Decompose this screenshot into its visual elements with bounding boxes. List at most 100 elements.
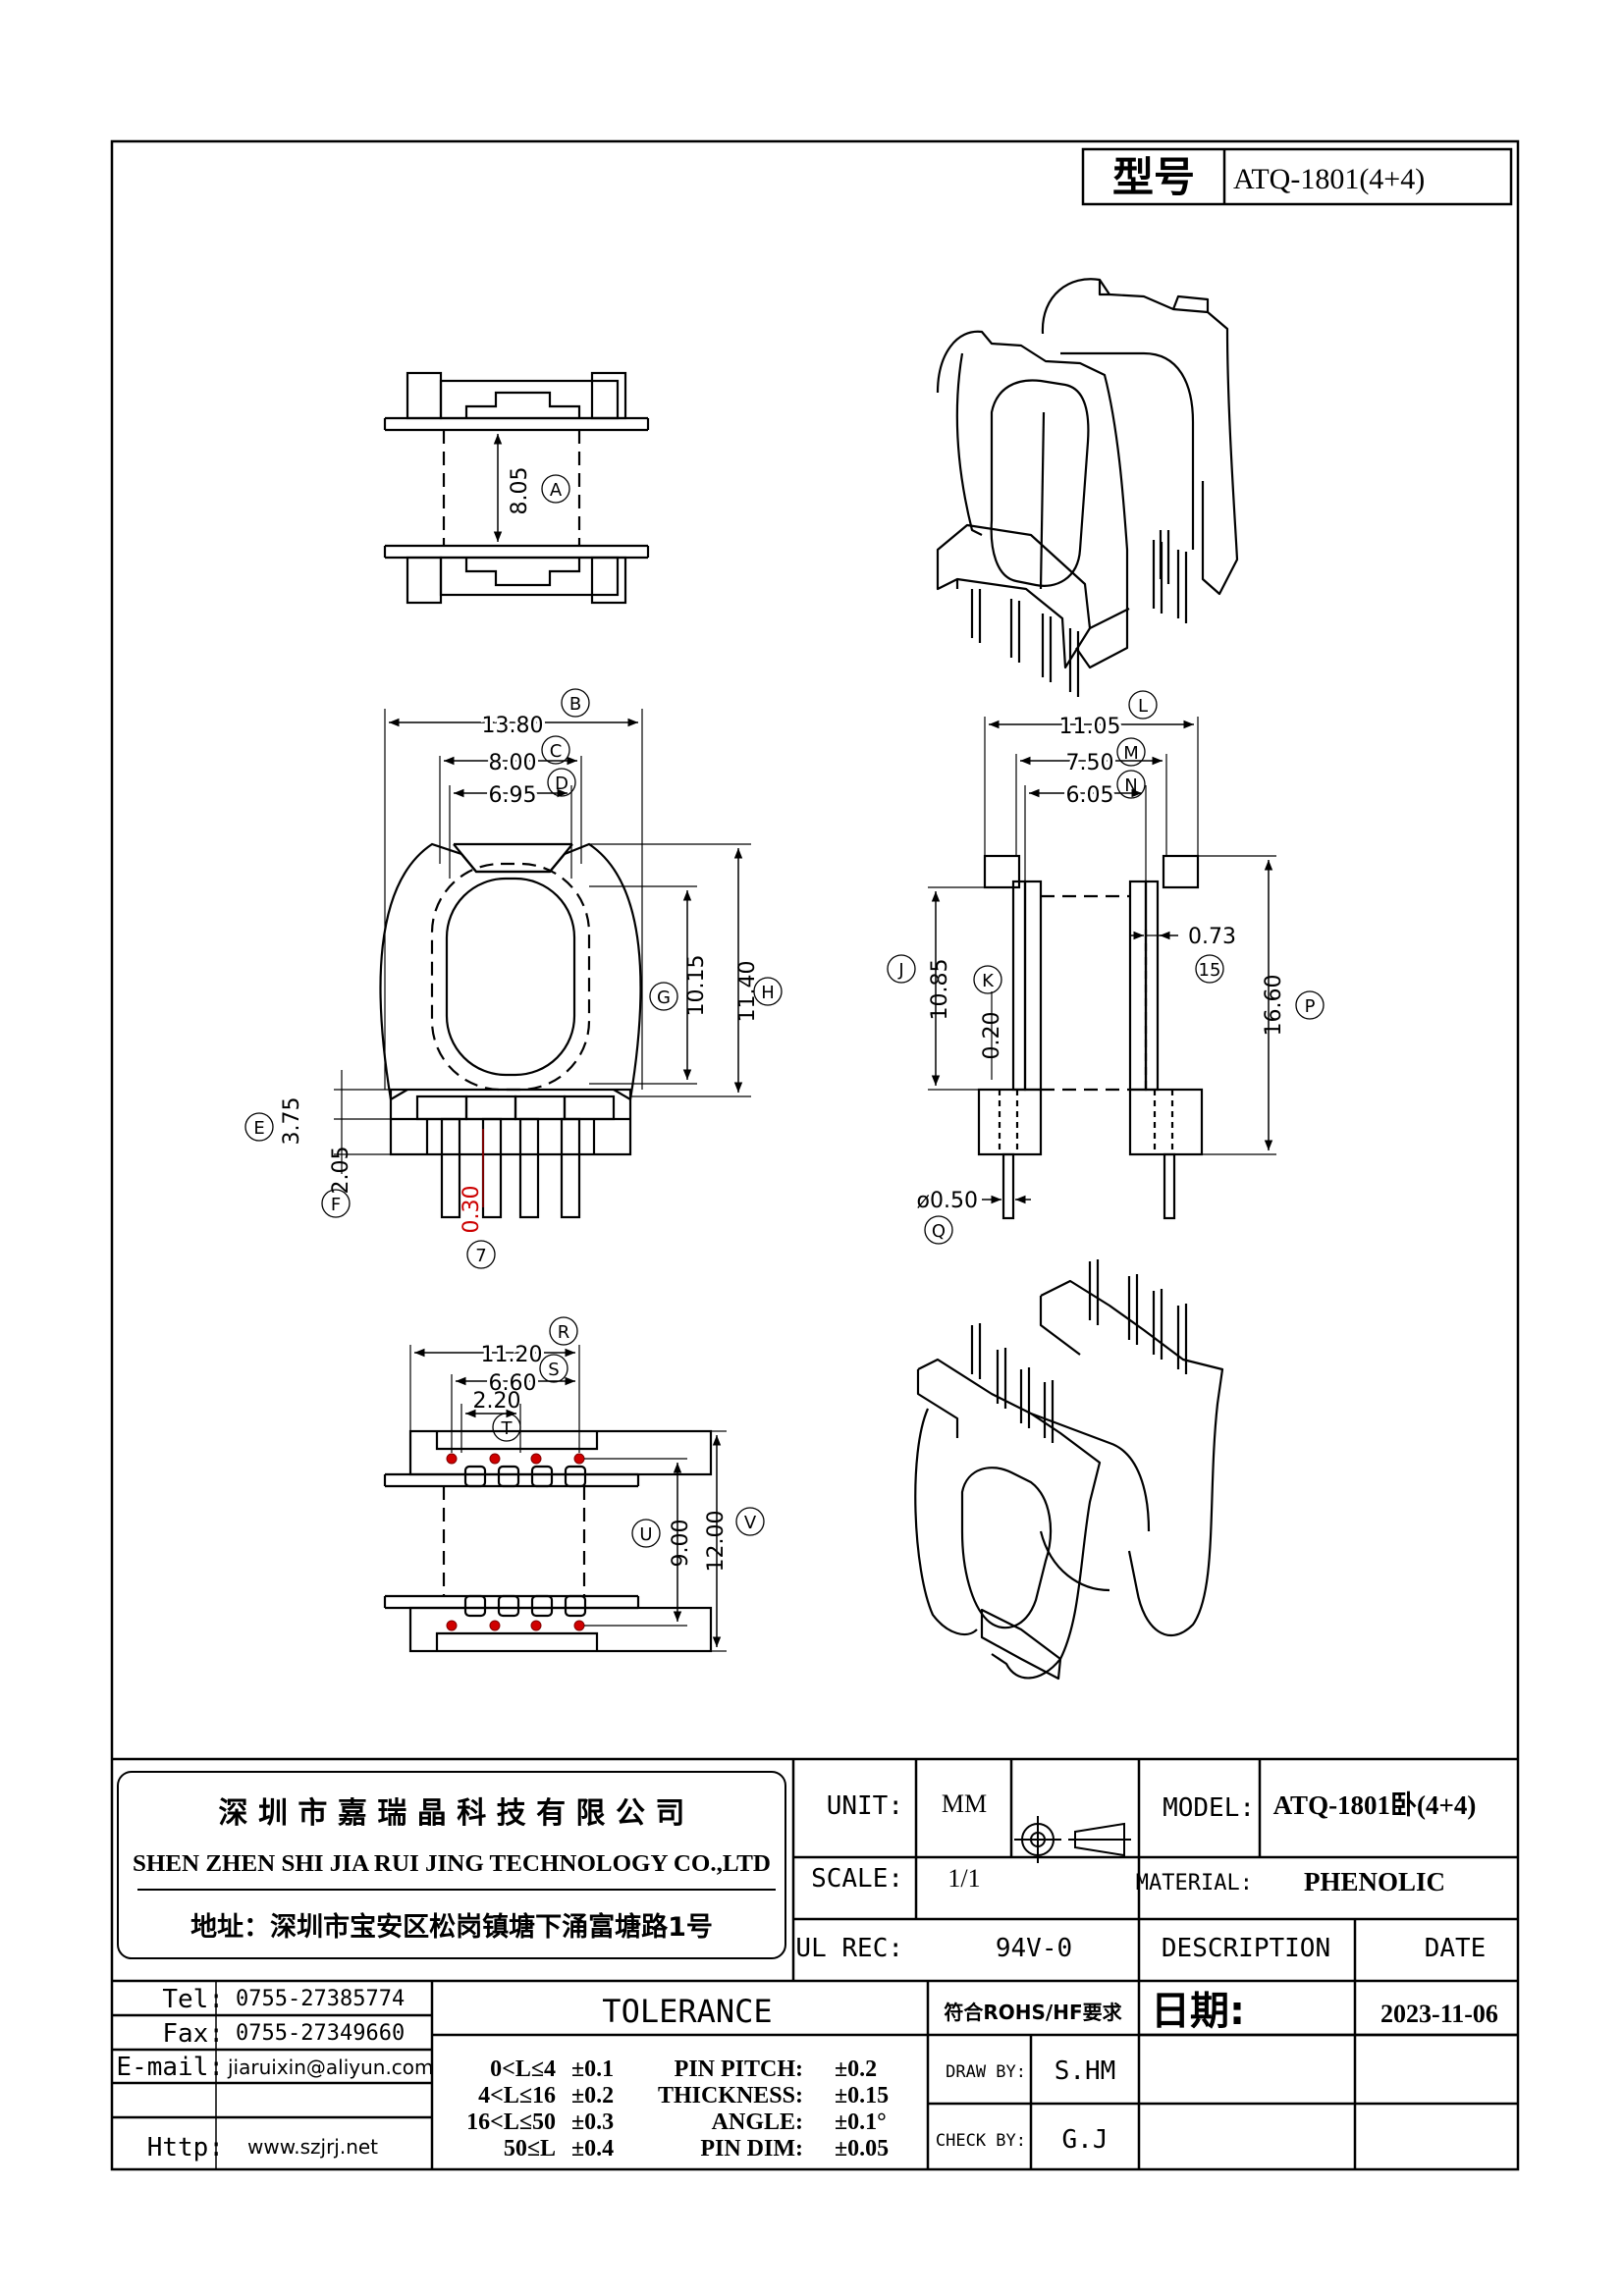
check-by-value: G.J — [1062, 2125, 1109, 2155]
model-header: 型号 ATQ-1801(4+4) — [1081, 147, 1513, 206]
marker-U: U — [639, 1524, 652, 1545]
dim-J: 10.85 J — [887, 886, 985, 1091]
email-label: E-mail: — [116, 2053, 224, 2082]
tol-range-3: 16<L≤50 — [466, 2109, 556, 2135]
tel-label: Tel: — [162, 1985, 224, 2014]
front-view — [379, 842, 642, 1219]
dim-M: 7.50 M — [1015, 737, 1167, 856]
material-label: MATERIAL: — [1136, 1871, 1253, 1896]
marker-Q: Q — [932, 1221, 946, 1242]
date-value: 2023-11-06 — [1380, 2000, 1498, 2028]
spec-tol-1: ±0.2 — [835, 2056, 877, 2082]
spec-name-1: PIN PITCH: — [675, 2056, 803, 2082]
dim-K-value: 0.20 — [980, 1012, 1004, 1060]
tol-range-2: 4<L≤16 — [478, 2083, 556, 2109]
tol-range-1: 0<L≤4 — [490, 2056, 556, 2082]
marker-7: 7 — [475, 1246, 486, 1266]
tol-value-4: ±0.4 — [571, 2136, 614, 2162]
rohs-note: 符合ROHS/HF要求 — [944, 2001, 1122, 2024]
dim-D-value: 6.95 — [489, 783, 537, 808]
model-header-label: 型号 — [1112, 153, 1195, 201]
tolerance-specs: PIN PITCH: ±0.2 THICKNESS: ±0.15 ANGLE: … — [658, 2056, 889, 2162]
company-box — [117, 1771, 786, 1959]
description-label: DESCRIPTION — [1162, 1934, 1330, 1963]
dim-A: 8.05 A — [493, 434, 570, 542]
dim-C-value: 8.00 — [489, 751, 537, 775]
dim-S: 6.60 S — [451, 1354, 575, 1453]
spec-name-4: PIN DIM: — [700, 2136, 803, 2162]
spec-tol-4: ±0.05 — [835, 2136, 889, 2162]
tol-value-1: ±0.1 — [571, 2056, 614, 2082]
dim-S-value: 6.60 — [489, 1371, 537, 1396]
bottom-view — [383, 1429, 713, 1653]
dim-15-value: 0.73 — [1188, 925, 1236, 949]
ulrec-label: UL REC: — [795, 1934, 903, 1963]
dim-C: 8.00 C — [439, 735, 582, 864]
tol-range-4: 50≤L — [504, 2136, 556, 2162]
dim-pin-7-value: 0.30 — [460, 1186, 484, 1234]
dim-T-value: 2.20 — [473, 1389, 521, 1414]
marker-B: B — [569, 694, 581, 715]
draw-by-value: S.HM — [1055, 2056, 1116, 2086]
dim-B: 13.80 B — [384, 688, 643, 1090]
dim-15: 0.73 15 — [1129, 925, 1236, 984]
sheet-border — [110, 139, 1520, 2171]
isometric-view-top — [936, 278, 1239, 697]
tol-value-2: ±0.2 — [571, 2083, 614, 2109]
marker-T: T — [501, 1418, 514, 1439]
dim-R-value: 11.20 — [481, 1343, 543, 1367]
marker-L: L — [1138, 696, 1148, 717]
dim-J-value: 10.85 — [928, 959, 952, 1021]
marker-E: E — [253, 1118, 264, 1139]
dim-P-value: 16.60 — [1262, 975, 1286, 1037]
plan-view-top — [383, 371, 650, 605]
check-by-label: CHECK BY: — [936, 2131, 1026, 2151]
unit-value: MM — [942, 1789, 987, 1818]
marker-C: C — [550, 741, 563, 762]
tolerance-title: TOLERANCE — [602, 1993, 772, 2030]
spec-tol-2: ±0.15 — [835, 2083, 889, 2109]
dim-R: 11.20 R — [409, 1316, 580, 1453]
title-block-grid — [112, 1757, 1518, 2169]
http-value: www.szjrj.net — [247, 2135, 378, 2159]
date-cn-label: 日期: — [1151, 1989, 1245, 2034]
dim-D: 6.95 D — [449, 768, 576, 879]
dim-U-value: 9.00 — [669, 1520, 693, 1568]
pin-dots — [446, 1453, 585, 1631]
dim-B-value: 13.80 — [482, 714, 544, 738]
dim-U: 9.00 U — [584, 1458, 693, 1627]
dim-Q-value: ø0.50 — [917, 1189, 978, 1213]
date-label: DATE — [1425, 1934, 1487, 1963]
model-header-value: ATQ-1801(4+4) — [1233, 163, 1425, 195]
isometric-view-bottom — [914, 1259, 1224, 1681]
company-name-en: SHEN ZHEN SHI JIA RUI JING TECHNOLOGY CO… — [133, 1851, 771, 1877]
dim-M-value: 7.50 — [1066, 751, 1114, 775]
marker-15: 15 — [1199, 960, 1221, 981]
unit-label: UNIT: — [827, 1791, 903, 1821]
dim-E: 3.75 E — [244, 1070, 391, 1174]
dim-F-value: 2.05 — [329, 1147, 353, 1195]
marker-S: S — [548, 1360, 559, 1380]
marker-A: A — [550, 480, 563, 501]
dim-V: 12.00 V — [704, 1430, 765, 1652]
marker-P: P — [1305, 996, 1316, 1017]
marker-R: R — [558, 1322, 570, 1343]
marker-H: H — [761, 983, 775, 1003]
marker-M: M — [1123, 743, 1139, 764]
fax-label: Fax: — [162, 2019, 224, 2049]
side-view — [977, 854, 1204, 1220]
dim-pin-7: 0.30 7 — [460, 1129, 496, 1269]
dim-F: 2.05 F — [321, 1118, 391, 1218]
dim-G: 10.15 G — [589, 885, 709, 1085]
marker-V: V — [744, 1513, 757, 1533]
material-value: PHENOLIC — [1304, 1867, 1445, 1896]
http-label: Http: — [147, 2133, 224, 2163]
model-label: MODEL: — [1163, 1793, 1255, 1823]
marker-D: D — [555, 774, 568, 794]
dim-N-value: 6.05 — [1066, 783, 1114, 808]
fax-value: 0755-27349660 — [236, 2021, 405, 2046]
company-name-cn: 深 圳 市 嘉 瑞 晶 科 技 有 限 公 司 — [219, 1796, 685, 1831]
dim-A-value: 8.05 — [508, 467, 532, 515]
dim-L-value: 11.05 — [1059, 715, 1121, 739]
